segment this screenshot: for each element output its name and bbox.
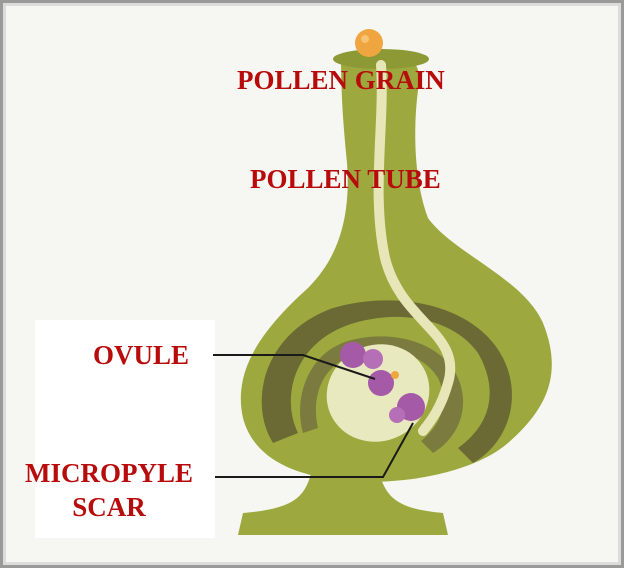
pollen-grain-label: POLLEN GRAIN (237, 65, 445, 95)
pollen-tube-label: POLLEN TUBE (250, 164, 441, 194)
micropyle-scar-label: MICROPYLE SCAR (25, 456, 193, 524)
micropyle-label-line1: MICROPYLE (25, 458, 193, 488)
micropyle-leader (215, 423, 413, 477)
ovule-label: OVULE (93, 340, 189, 370)
micropyle-label-line2: SCAR (25, 490, 193, 524)
ovule-leader (213, 355, 375, 379)
